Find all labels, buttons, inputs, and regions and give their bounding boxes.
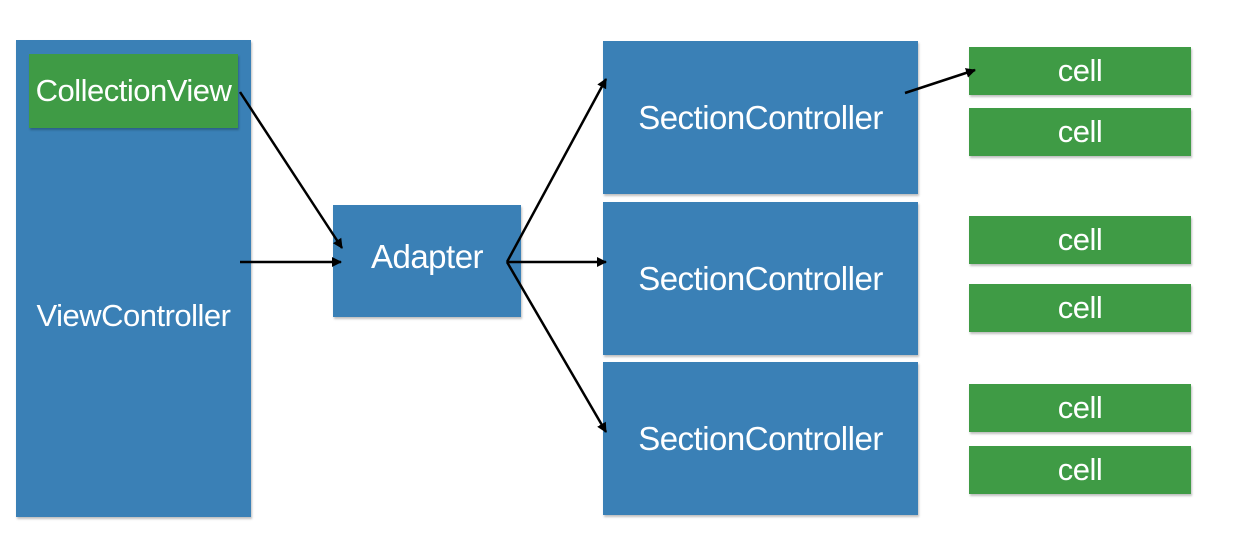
cell-label: cell [1057,114,1103,149]
cell-4: cell [969,284,1191,332]
section-controller-label: SectionController [638,419,883,457]
cell-label: cell [1057,222,1103,257]
collection-view-box: CollectionView [29,54,238,128]
cell-2: cell [969,108,1191,156]
arrow-section-to-cell [904,68,976,95]
section-controller-label: SectionController [638,259,883,297]
cell-3: cell [969,216,1191,264]
view-controller-label: ViewController [36,298,231,333]
arrow-adapter-to-section-3 [505,261,608,433]
cell-label: cell [1057,290,1103,325]
cell-label: cell [1057,53,1103,88]
arrow-collectionview-to-adapter [238,91,344,249]
section-controller-3: SectionController [603,362,918,515]
cell-6: cell [969,446,1191,494]
adapter-box: Adapter [333,205,521,317]
cell-label: cell [1057,452,1103,487]
section-controller-2: SectionController [603,202,918,355]
adapter-label: Adapter [370,238,484,275]
section-controller-label: SectionController [638,98,883,136]
arrow-adapter-to-section-1 [505,78,608,263]
cell-5: cell [969,384,1191,432]
collection-view-label: CollectionView [35,73,232,108]
cell-label: cell [1057,390,1103,425]
cell-1: cell [969,47,1191,95]
section-controller-1: SectionController [603,41,918,194]
